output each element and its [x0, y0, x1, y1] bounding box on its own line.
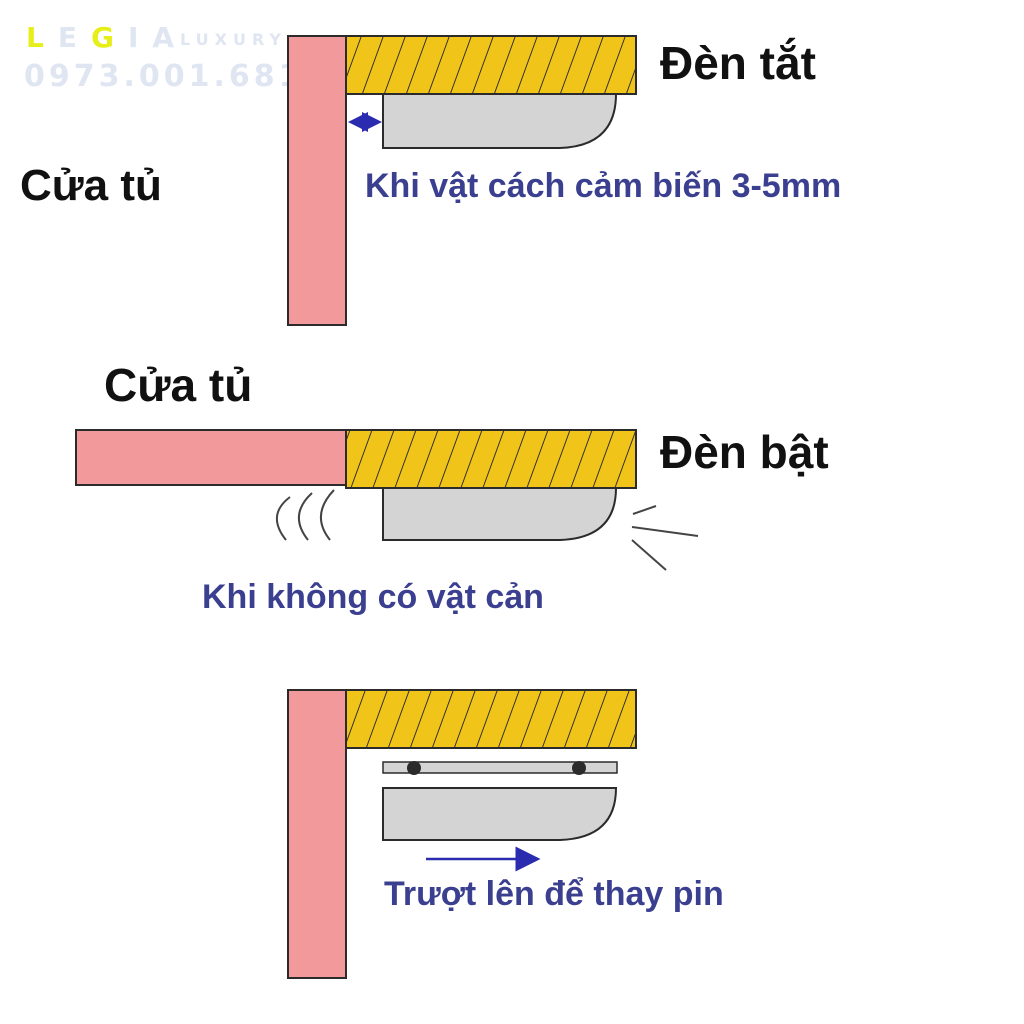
no-obstacle-note: Khi không có vật cản	[202, 578, 544, 616]
cabinet-door	[287, 35, 347, 326]
sensor-light	[382, 93, 618, 149]
panel-light-off: Đèn tắt Cửa tủ Khi vật cách cảm biến 3-5…	[20, 35, 841, 326]
cabinet-shelf	[345, 35, 637, 95]
sensor-light	[382, 787, 618, 841]
panel-battery: Trượt lên để thay pin	[287, 689, 724, 979]
mounting-rail	[382, 761, 618, 774]
watermark-suffix: LUXURY	[180, 30, 287, 49]
light-rays-icon	[631, 505, 699, 571]
door-label: Cửa tủ	[104, 359, 252, 411]
watermark-phone: 0973.001.681	[24, 59, 304, 94]
cabinet-shelf	[345, 689, 637, 749]
sensor-light	[382, 487, 618, 541]
battery-note: Trượt lên để thay pin	[384, 875, 724, 913]
watermark-brand: LEGIA	[26, 21, 188, 54]
cabinet-shelf	[345, 429, 637, 489]
panel-light-on: Cửa tủ Đèn bật Khi không có vật cản	[75, 359, 829, 616]
screw-icon	[572, 761, 586, 775]
state-label-on: Đèn bật	[660, 426, 829, 478]
door-label: Cửa tủ	[20, 161, 162, 210]
state-label-off: Đèn tắt	[660, 37, 816, 89]
sensor-waves-icon	[276, 489, 335, 541]
cabinet-door	[287, 689, 347, 979]
distance-note: Khi vật cách cảm biến 3-5mm	[365, 167, 841, 205]
watermark: LEGIA LUXURY 0973.001.681	[24, 21, 304, 94]
screw-icon	[407, 761, 421, 775]
cabinet-door-open	[75, 429, 349, 486]
